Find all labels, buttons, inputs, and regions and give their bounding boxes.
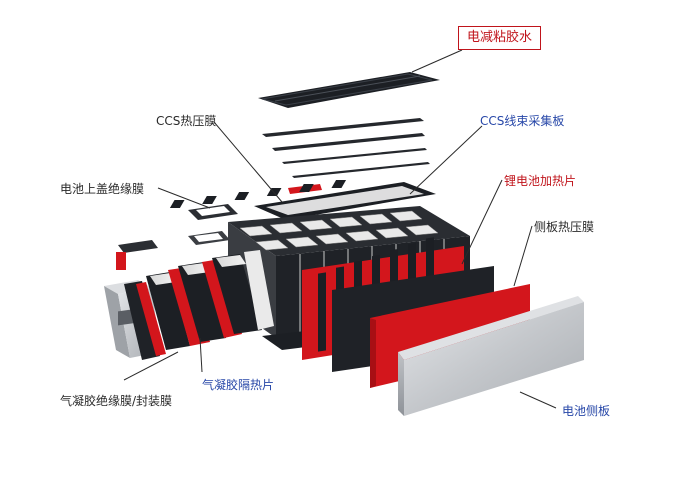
label-aerogel-pad: 气凝胶隔热片 bbox=[202, 378, 275, 392]
leader-ccs-board bbox=[409, 125, 483, 195]
label-heater: 锂电池加热片 bbox=[504, 174, 577, 188]
ccs-film-strips bbox=[262, 118, 430, 194]
end-clips bbox=[116, 240, 158, 270]
side-plate bbox=[398, 296, 584, 416]
leader-ccs-film bbox=[213, 121, 283, 203]
leader-lines bbox=[123, 49, 557, 409]
label-side-film: 侧板热压膜 bbox=[534, 220, 595, 234]
label-ccs-film: CCS热压膜 bbox=[156, 114, 217, 128]
label-ccs-board: CCS线束采集板 bbox=[480, 114, 565, 128]
label-adhesive: 电减粘胶水 bbox=[458, 26, 542, 50]
label-cover-insulation: 电池上盖绝缘膜 bbox=[60, 182, 145, 196]
adhesive-sheet bbox=[258, 72, 440, 108]
leader-side-plate bbox=[519, 391, 557, 409]
leader-cover-insulation bbox=[157, 187, 211, 209]
aerogel-insulation-films bbox=[124, 281, 166, 360]
leader-adhesive bbox=[411, 49, 463, 73]
label-side-plate: 电池侧板 bbox=[562, 404, 611, 418]
leader-aerogel-pad bbox=[199, 337, 203, 373]
left-cell-stack bbox=[146, 250, 274, 350]
leader-heater bbox=[461, 179, 503, 265]
leader-aerogel-insulation bbox=[123, 351, 179, 381]
cover-insulation-film bbox=[188, 204, 238, 245]
leader-side-film bbox=[513, 225, 533, 287]
ccs-board bbox=[169, 180, 436, 220]
label-aerogel-insulation: 气凝胶绝缘膜/封装膜 bbox=[60, 394, 173, 408]
